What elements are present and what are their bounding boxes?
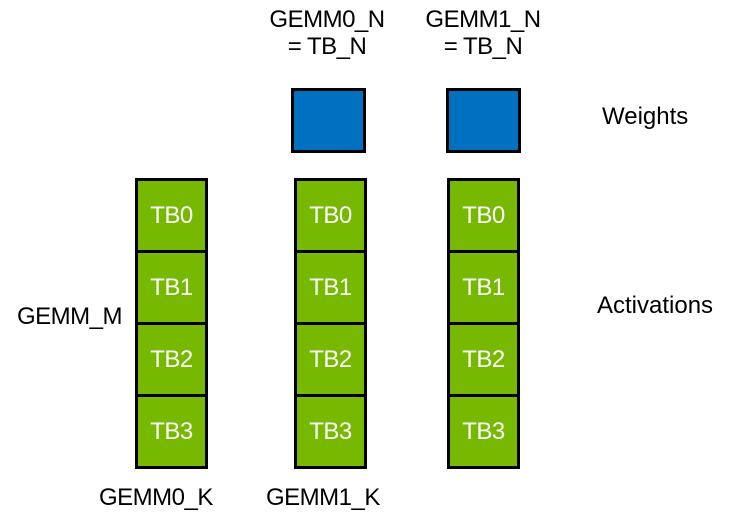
- label-gemm0-n-line2: = TB_N: [287, 33, 367, 60]
- activations-column-0: TB0 TB1 TB2 TB3: [135, 178, 208, 469]
- activations-column-1: TB0 TB1 TB2 TB3: [294, 178, 367, 469]
- tb-block: TB2: [297, 325, 364, 397]
- tb-block: TB0: [138, 181, 205, 253]
- tb-block: TB0: [450, 181, 517, 253]
- label-weights: Weights: [602, 103, 689, 130]
- tb-block: TB0: [297, 181, 364, 253]
- tb-block: TB3: [150, 417, 193, 445]
- tb-block: TB1: [297, 253, 364, 325]
- label-gemm1-k: GEMM1_K: [266, 484, 380, 511]
- label-gemm-m: GEMM_M: [17, 303, 123, 330]
- tb-block: TB2: [138, 325, 205, 397]
- label-gemm0-k: GEMM0_K: [99, 484, 213, 511]
- tb-block: TB1: [450, 253, 517, 325]
- tb-block: TB2: [450, 325, 517, 397]
- tb-block: TB3: [309, 417, 352, 445]
- label-gemm0-n-line1: GEMM0_N: [269, 6, 385, 33]
- label-gemm0-n: GEMM0_N = TB_N: [249, 6, 405, 60]
- gemm1-weights-tile: [446, 88, 521, 153]
- label-gemm1-n-line2: = TB_N: [443, 33, 523, 60]
- gemm0-weights-tile: [291, 88, 366, 153]
- label-gemm1-n-line1: GEMM1_N: [425, 6, 541, 33]
- label-activations: Activations: [597, 292, 714, 319]
- label-gemm1-n: GEMM1_N = TB_N: [405, 6, 561, 60]
- activations-column-2: TB0 TB1 TB2 TB3: [447, 178, 520, 469]
- tb-block: TB1: [138, 253, 205, 325]
- tb-block: TB3: [462, 417, 505, 445]
